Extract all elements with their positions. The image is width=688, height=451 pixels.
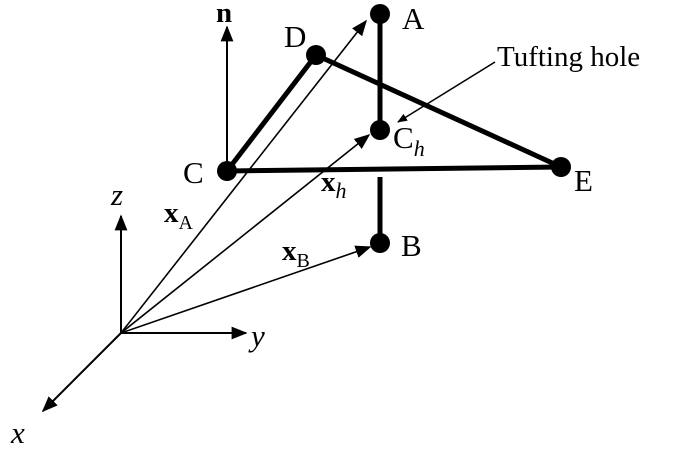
vector-xB bbox=[120, 245, 372, 334]
label-D: D bbox=[284, 19, 306, 54]
vector-xA bbox=[120, 19, 367, 334]
x-axis bbox=[41, 332, 122, 413]
edge-C-D bbox=[225, 53, 318, 173]
point-Ch bbox=[370, 120, 390, 140]
point-C bbox=[217, 161, 237, 181]
label-normal: n bbox=[216, 0, 232, 29]
label-A: A bbox=[402, 1, 425, 36]
point-E bbox=[551, 157, 571, 177]
callout-arrow bbox=[397, 61, 496, 123]
label-y-axis: y bbox=[248, 318, 265, 353]
point-B bbox=[370, 233, 390, 253]
label-E: E bbox=[574, 163, 593, 198]
label-xA: xA bbox=[164, 197, 194, 234]
edge-C-E bbox=[226, 164, 562, 174]
point-D bbox=[306, 45, 326, 65]
label-xh: xh bbox=[321, 166, 347, 203]
label-Ch: Ch bbox=[393, 120, 425, 161]
label-x-axis: x bbox=[10, 415, 25, 450]
label-xB: xB bbox=[282, 235, 310, 272]
callout-tufting-hole: Tufting hole bbox=[497, 41, 640, 73]
edge-D-E bbox=[314, 52, 563, 170]
label-C: C bbox=[183, 155, 204, 190]
point-A bbox=[370, 4, 390, 24]
vector-xh bbox=[120, 134, 371, 334]
label-z-axis: z bbox=[110, 177, 123, 212]
label-B: B bbox=[401, 228, 422, 263]
